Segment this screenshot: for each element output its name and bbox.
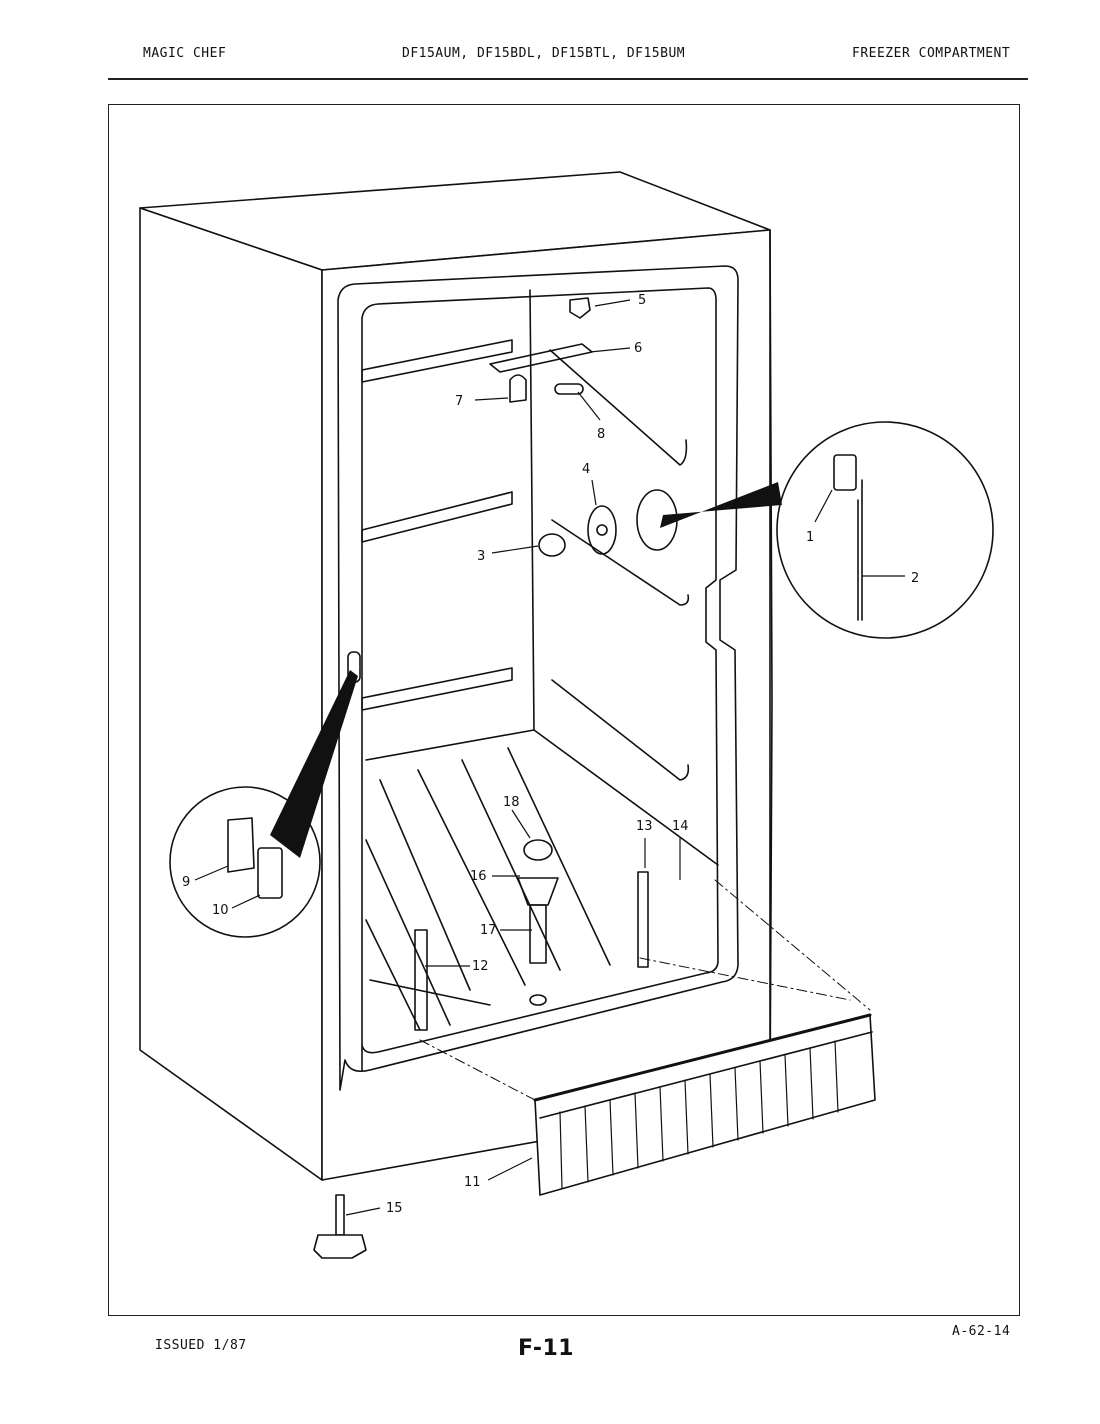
cabinet-liner — [337, 265, 739, 1091]
shelf-guides — [414, 871, 649, 1031]
detail-circle-thermostat — [776, 421, 994, 639]
left-shelf-rails — [361, 339, 513, 711]
callout-1: 1 — [806, 530, 814, 545]
diagram-frame — [108, 104, 1020, 1316]
callout-9: 9 — [182, 875, 190, 890]
basket — [533, 1013, 876, 1196]
leveling-leg — [313, 1194, 367, 1259]
cabinet-shell — [139, 171, 773, 1181]
callout-15: 15 — [386, 1201, 403, 1216]
callout-17: 17 — [480, 923, 497, 938]
callout-4: 4 — [582, 462, 590, 477]
callout-2: 2 — [911, 571, 919, 586]
callout-7: 7 — [455, 394, 463, 409]
footer-doc-code: A-62-14 — [952, 1324, 1011, 1339]
right-shelf-rods — [549, 349, 690, 781]
detail-leader-right — [660, 482, 782, 528]
callout-10: 10 — [212, 903, 229, 918]
callout-16: 16 — [470, 869, 487, 884]
callout-14: 14 — [672, 819, 689, 834]
callout-12: 12 — [472, 959, 489, 974]
floor-wire-grid — [365, 747, 611, 1031]
drain-parts — [517, 839, 559, 1006]
header-models: DF15AUM, DF15BDL, DF15BTL, DF15BUM — [402, 46, 686, 61]
header-rule — [108, 78, 1028, 80]
header-brand: MAGIC CHEF — [143, 46, 227, 61]
footer-issued: ISSUED 1/87 — [155, 1338, 247, 1353]
callout-6: 6 — [634, 341, 642, 356]
callout-13: 13 — [636, 819, 653, 834]
callout-8: 8 — [597, 427, 605, 442]
detail-leader-left — [270, 670, 358, 858]
callout-5: 5 — [638, 293, 646, 308]
footer-page-number: F-11 — [518, 1336, 575, 1361]
callout-18: 18 — [503, 795, 520, 810]
callout-3: 3 — [477, 549, 485, 564]
callout-11: 11 — [464, 1175, 481, 1190]
header-section: FREEZER COMPARTMENT — [852, 46, 1011, 61]
